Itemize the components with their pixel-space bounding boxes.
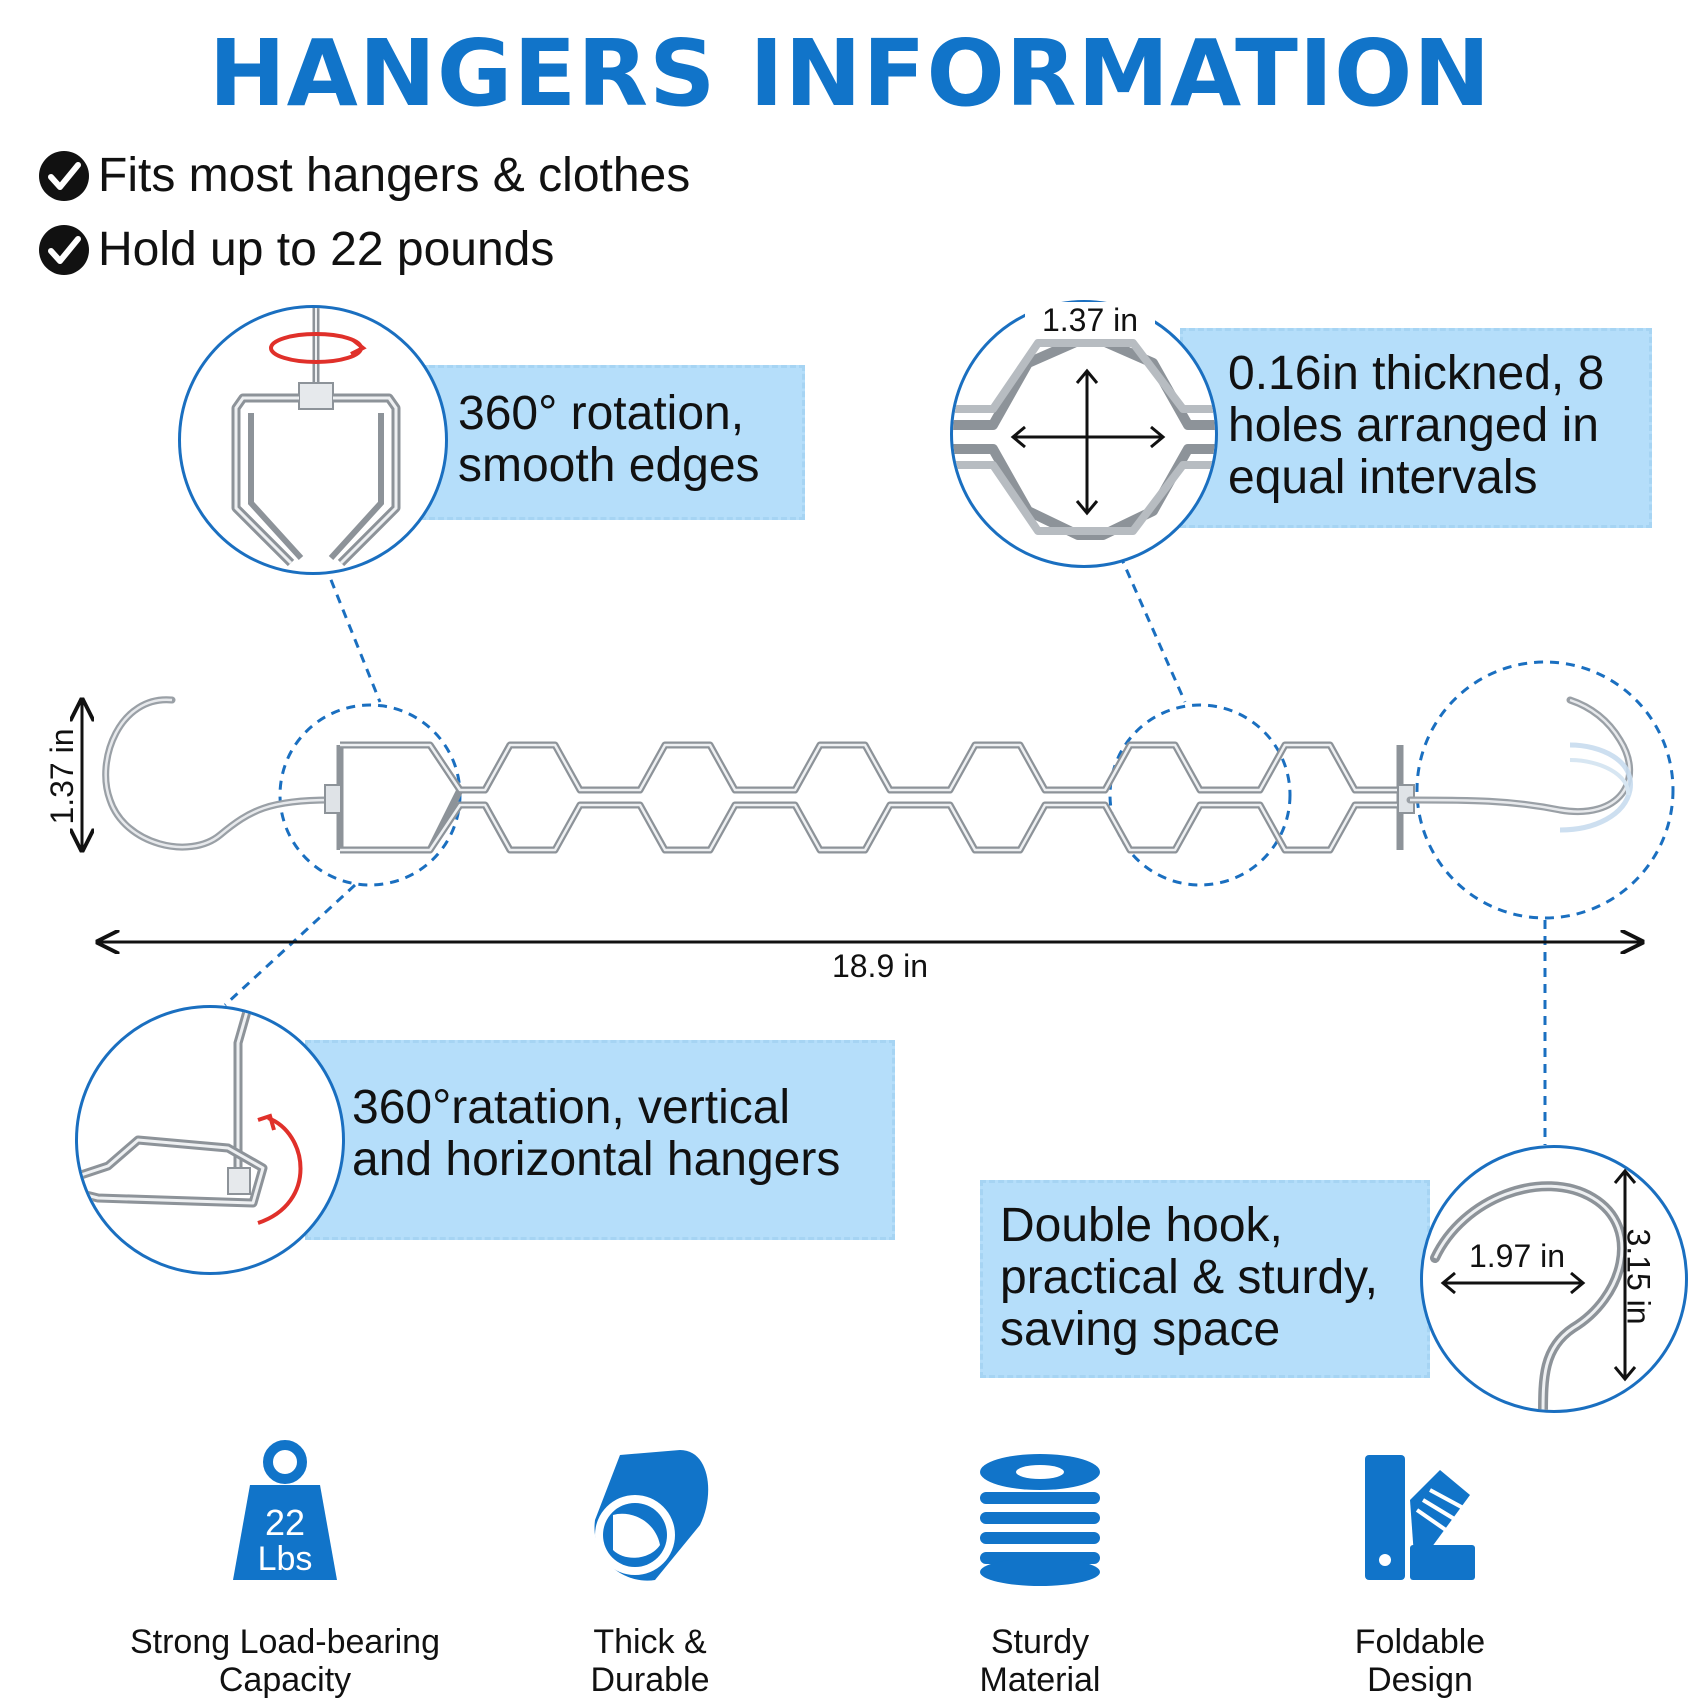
hook-height-dimension [1613, 1168, 1637, 1382]
badge-thick-durable: Thick & Durable [530, 1440, 770, 1699]
zoom-hole-detail [950, 300, 1218, 568]
wire-coil-icon [980, 1454, 1100, 1586]
zoom-marker-left [278, 703, 462, 887]
feature-item: Hold up to 22 pounds [38, 222, 554, 277]
right-hook [1406, 696, 1634, 815]
zoom-hook-detail [1420, 1145, 1688, 1413]
callout-rotation-box [420, 365, 805, 520]
callout-rotation-text: 360° rotation, smooth edges [458, 387, 760, 492]
hook-height-label: 3.15 in [1620, 1228, 1657, 1325]
weight-icon: 22 Lbs [233, 1440, 337, 1580]
badge-load-bearing: 22 Lbs Strong Load-bearing Capacity [100, 1440, 470, 1699]
zoom-rotation-joint [178, 305, 448, 575]
page-title: HANGERS INFORMATION [208, 20, 1492, 127]
badge-foldable-design: Foldable Design [1300, 1440, 1540, 1699]
badge-sturdy-material: Sturdy Material [920, 1440, 1160, 1699]
foldable-icon [1365, 1455, 1475, 1580]
hole-width-label: 1.37 in [1025, 302, 1155, 339]
height-dimension-label: 1.37 in [44, 728, 80, 825]
feature-item: Fits most hangers & clothes [38, 148, 690, 203]
badge-label: Thick & Durable [590, 1623, 710, 1699]
checkmark-icon [39, 150, 89, 201]
svg-text:Lbs: Lbs [258, 1540, 313, 1578]
zoom-rotation-vertical [75, 1005, 345, 1275]
callout-holes-box [1180, 328, 1652, 528]
svg-text:22: 22 [265, 1502, 305, 1543]
callout-ratation-text: 360°ratation, vertical and horizontal ha… [352, 1081, 841, 1186]
length-dimension-label: 18.9 in [831, 948, 929, 984]
callout-double-hook-box [980, 1180, 1430, 1378]
hook-width-label: 1.97 in [1468, 1238, 1566, 1274]
zoom-marker-middle [1108, 703, 1292, 887]
badge-label: Foldable Design [1354, 1623, 1486, 1699]
left-hook [102, 696, 334, 851]
badge-label: Sturdy Material [979, 1623, 1101, 1699]
feature-text: Fits most hangers & clothes [98, 149, 691, 202]
feature-text: Hold up to 22 pounds [98, 223, 555, 276]
callout-holes-text: 0.16in thickned, 8 holes arranged in equ… [1228, 347, 1605, 504]
zoom-marker-right [1415, 660, 1675, 920]
callout-double-hook-text: Double hook, practical & sturdy, saving … [1000, 1199, 1378, 1356]
checkmark-icon [39, 224, 89, 275]
tube-icon [594, 1450, 709, 1581]
callout-ratation-box [305, 1040, 895, 1240]
badge-label: Strong Load-bearing Capacity [129, 1623, 440, 1699]
rotate-arrow-icon [257, 1116, 303, 1225]
hanger-chain [336, 741, 1404, 854]
